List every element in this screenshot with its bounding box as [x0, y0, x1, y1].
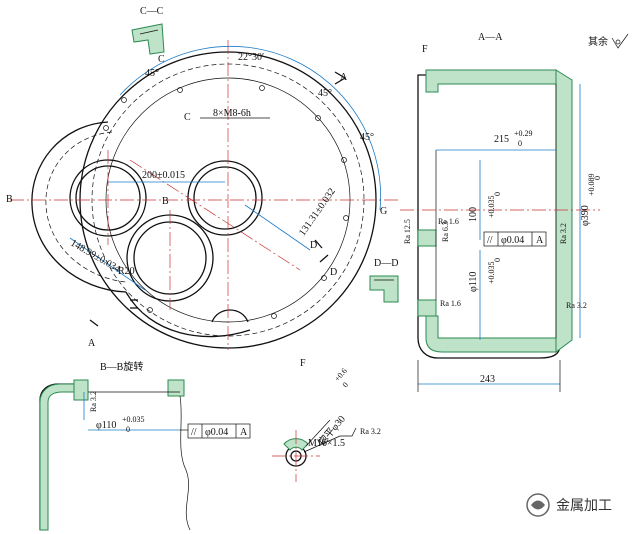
section-aa: A—A 其余 F	[400, 32, 629, 392]
bb-dia-tol: +0.035	[122, 415, 145, 424]
label-d2: D	[330, 267, 337, 278]
angle-45-a-label: 45°	[145, 68, 159, 79]
center-distance-131: 131.31±0.032	[297, 186, 338, 238]
ra-3-2-f: Ra 3.2	[360, 427, 381, 436]
bb-dia-tol0: 0	[126, 425, 130, 434]
ra-12-5: Ra 12.5	[403, 219, 412, 244]
ra-1-6-bottom: Ra 1.6	[440, 299, 461, 308]
parallel-ref-aa: A	[536, 235, 544, 246]
center-distance-200: 200±0.015	[142, 170, 185, 181]
parallel-value-aa: φ0.04	[501, 235, 524, 246]
ra-1-6-top: Ra 1.6	[438, 217, 459, 226]
dim-390: φ390	[580, 205, 591, 226]
dim-100-tol: +0.035	[487, 195, 496, 218]
ra-3-2-bottom: Ra 3.2	[566, 301, 587, 310]
dim-110-tol0: 0	[493, 258, 502, 262]
bb-dia-110: φ110	[96, 420, 116, 431]
section-dd: D—D	[369, 258, 399, 303]
angle-22-30-label: 22°30′	[238, 52, 264, 63]
m16-label: M16×1.5	[308, 438, 345, 449]
rest-roughness-note: 其余	[588, 35, 608, 48]
dim-243: 243	[480, 374, 495, 385]
angle-45-b-label: 45°	[318, 88, 332, 99]
label-a-top: A	[340, 72, 348, 83]
section-dd-title: D—D	[374, 258, 398, 269]
label-a-bottom: A	[88, 338, 96, 349]
section-cc: C—C	[131, 6, 165, 55]
dim-110: φ110	[468, 272, 479, 292]
front-view	[10, 40, 400, 350]
label-d: D	[310, 240, 317, 251]
label-c-top: C	[184, 112, 191, 123]
label-g: G	[380, 206, 387, 217]
parallel-value-bb: φ0.04	[205, 427, 228, 438]
view-f-title: F	[300, 358, 306, 369]
label-c-mark: C	[158, 54, 165, 65]
watermark-text: 金属加工	[556, 497, 612, 513]
rim-holes	[103, 85, 349, 319]
svg-text://: //	[191, 427, 197, 438]
dim-100: 100	[468, 207, 479, 222]
section-bb: B—B旋转 // φ0.04 A	[39, 360, 251, 531]
dim-100-tol0: 0	[493, 192, 502, 196]
ra-3-2-right: Ra 3.2	[559, 223, 568, 244]
dim-110-tol: +0.035	[487, 261, 496, 284]
dim-390-tol0: 0	[593, 176, 602, 180]
section-cc-title: C—C	[140, 6, 164, 17]
ra-6-3: Ra 6.3	[441, 221, 450, 242]
spotface-tol: +0.6	[333, 366, 349, 383]
section-aa-title: A—A	[478, 32, 503, 43]
dim-215: 215	[494, 134, 509, 145]
svg-text://: //	[487, 235, 493, 246]
r20-label: R20	[118, 266, 135, 277]
dim-215-tol0: 0	[518, 139, 522, 148]
watermark: 金属加工	[526, 493, 612, 517]
label-b-mid: B	[162, 196, 169, 207]
dim-215-tol: +0.29	[514, 129, 533, 138]
label-f-aa: F	[422, 44, 428, 55]
dim-390-tol: +0.089	[587, 173, 596, 196]
ra-3-2-bb: Ra 3.2	[89, 391, 98, 412]
parallel-ref-bb: A	[240, 427, 248, 438]
spotface-tol0: 0	[341, 380, 350, 389]
parallelism-frame-aa: // φ0.04 A	[483, 231, 547, 247]
thread-holes-label: 8×M8-6h	[213, 108, 251, 119]
section-bb-title: B—B旋转	[100, 360, 143, 373]
view-f: F	[272, 358, 357, 482]
angle-45-c-label: 45°	[360, 132, 374, 143]
label-b-left: B	[6, 194, 13, 205]
